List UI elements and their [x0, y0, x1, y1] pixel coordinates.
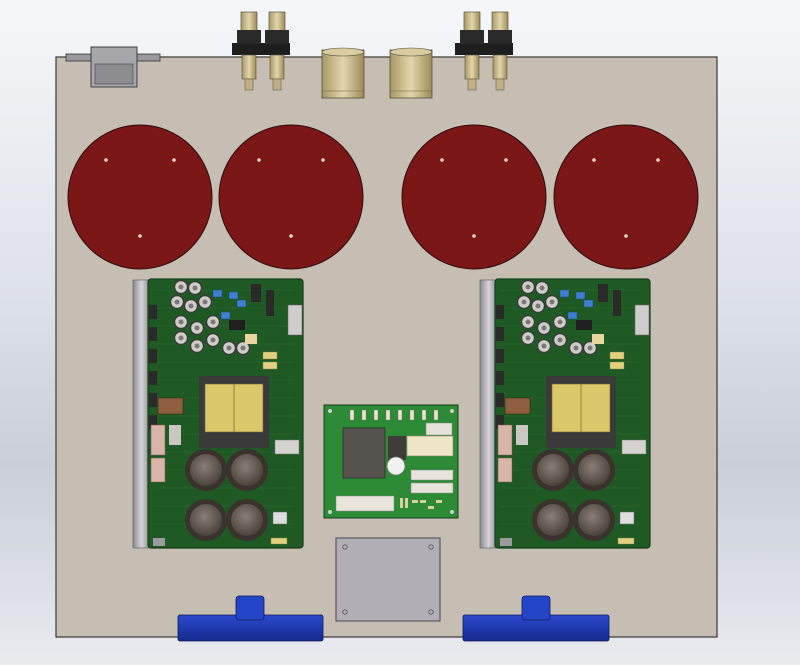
toroid-4[interactable]: [553, 124, 699, 270]
speakon-right[interactable]: [389, 47, 433, 99]
toroid-3[interactable]: [401, 124, 547, 270]
amp-module-right[interactable]: [479, 278, 651, 549]
speakon-left[interactable]: [321, 47, 365, 99]
iec-power-inlet[interactable]: [65, 46, 161, 88]
coil: [504, 397, 531, 415]
relay: [342, 427, 386, 479]
foot-right[interactable]: [462, 595, 610, 642]
amp-module-left[interactable]: [132, 278, 304, 549]
fuse-holder: [406, 435, 454, 457]
rca-mount-bracket: [232, 43, 290, 55]
aux-control-board[interactable]: [323, 404, 459, 519]
foot-left[interactable]: [177, 595, 324, 642]
toroid-2[interactable]: [218, 124, 364, 270]
rca-jack-pair-left[interactable]: [232, 11, 290, 91]
rca-mount-bracket: [455, 43, 513, 55]
rca-jack-pair-right[interactable]: [455, 11, 513, 91]
access-cover-plate[interactable]: [335, 537, 441, 622]
coil: [157, 397, 184, 415]
toroid-1[interactable]: [67, 124, 213, 270]
